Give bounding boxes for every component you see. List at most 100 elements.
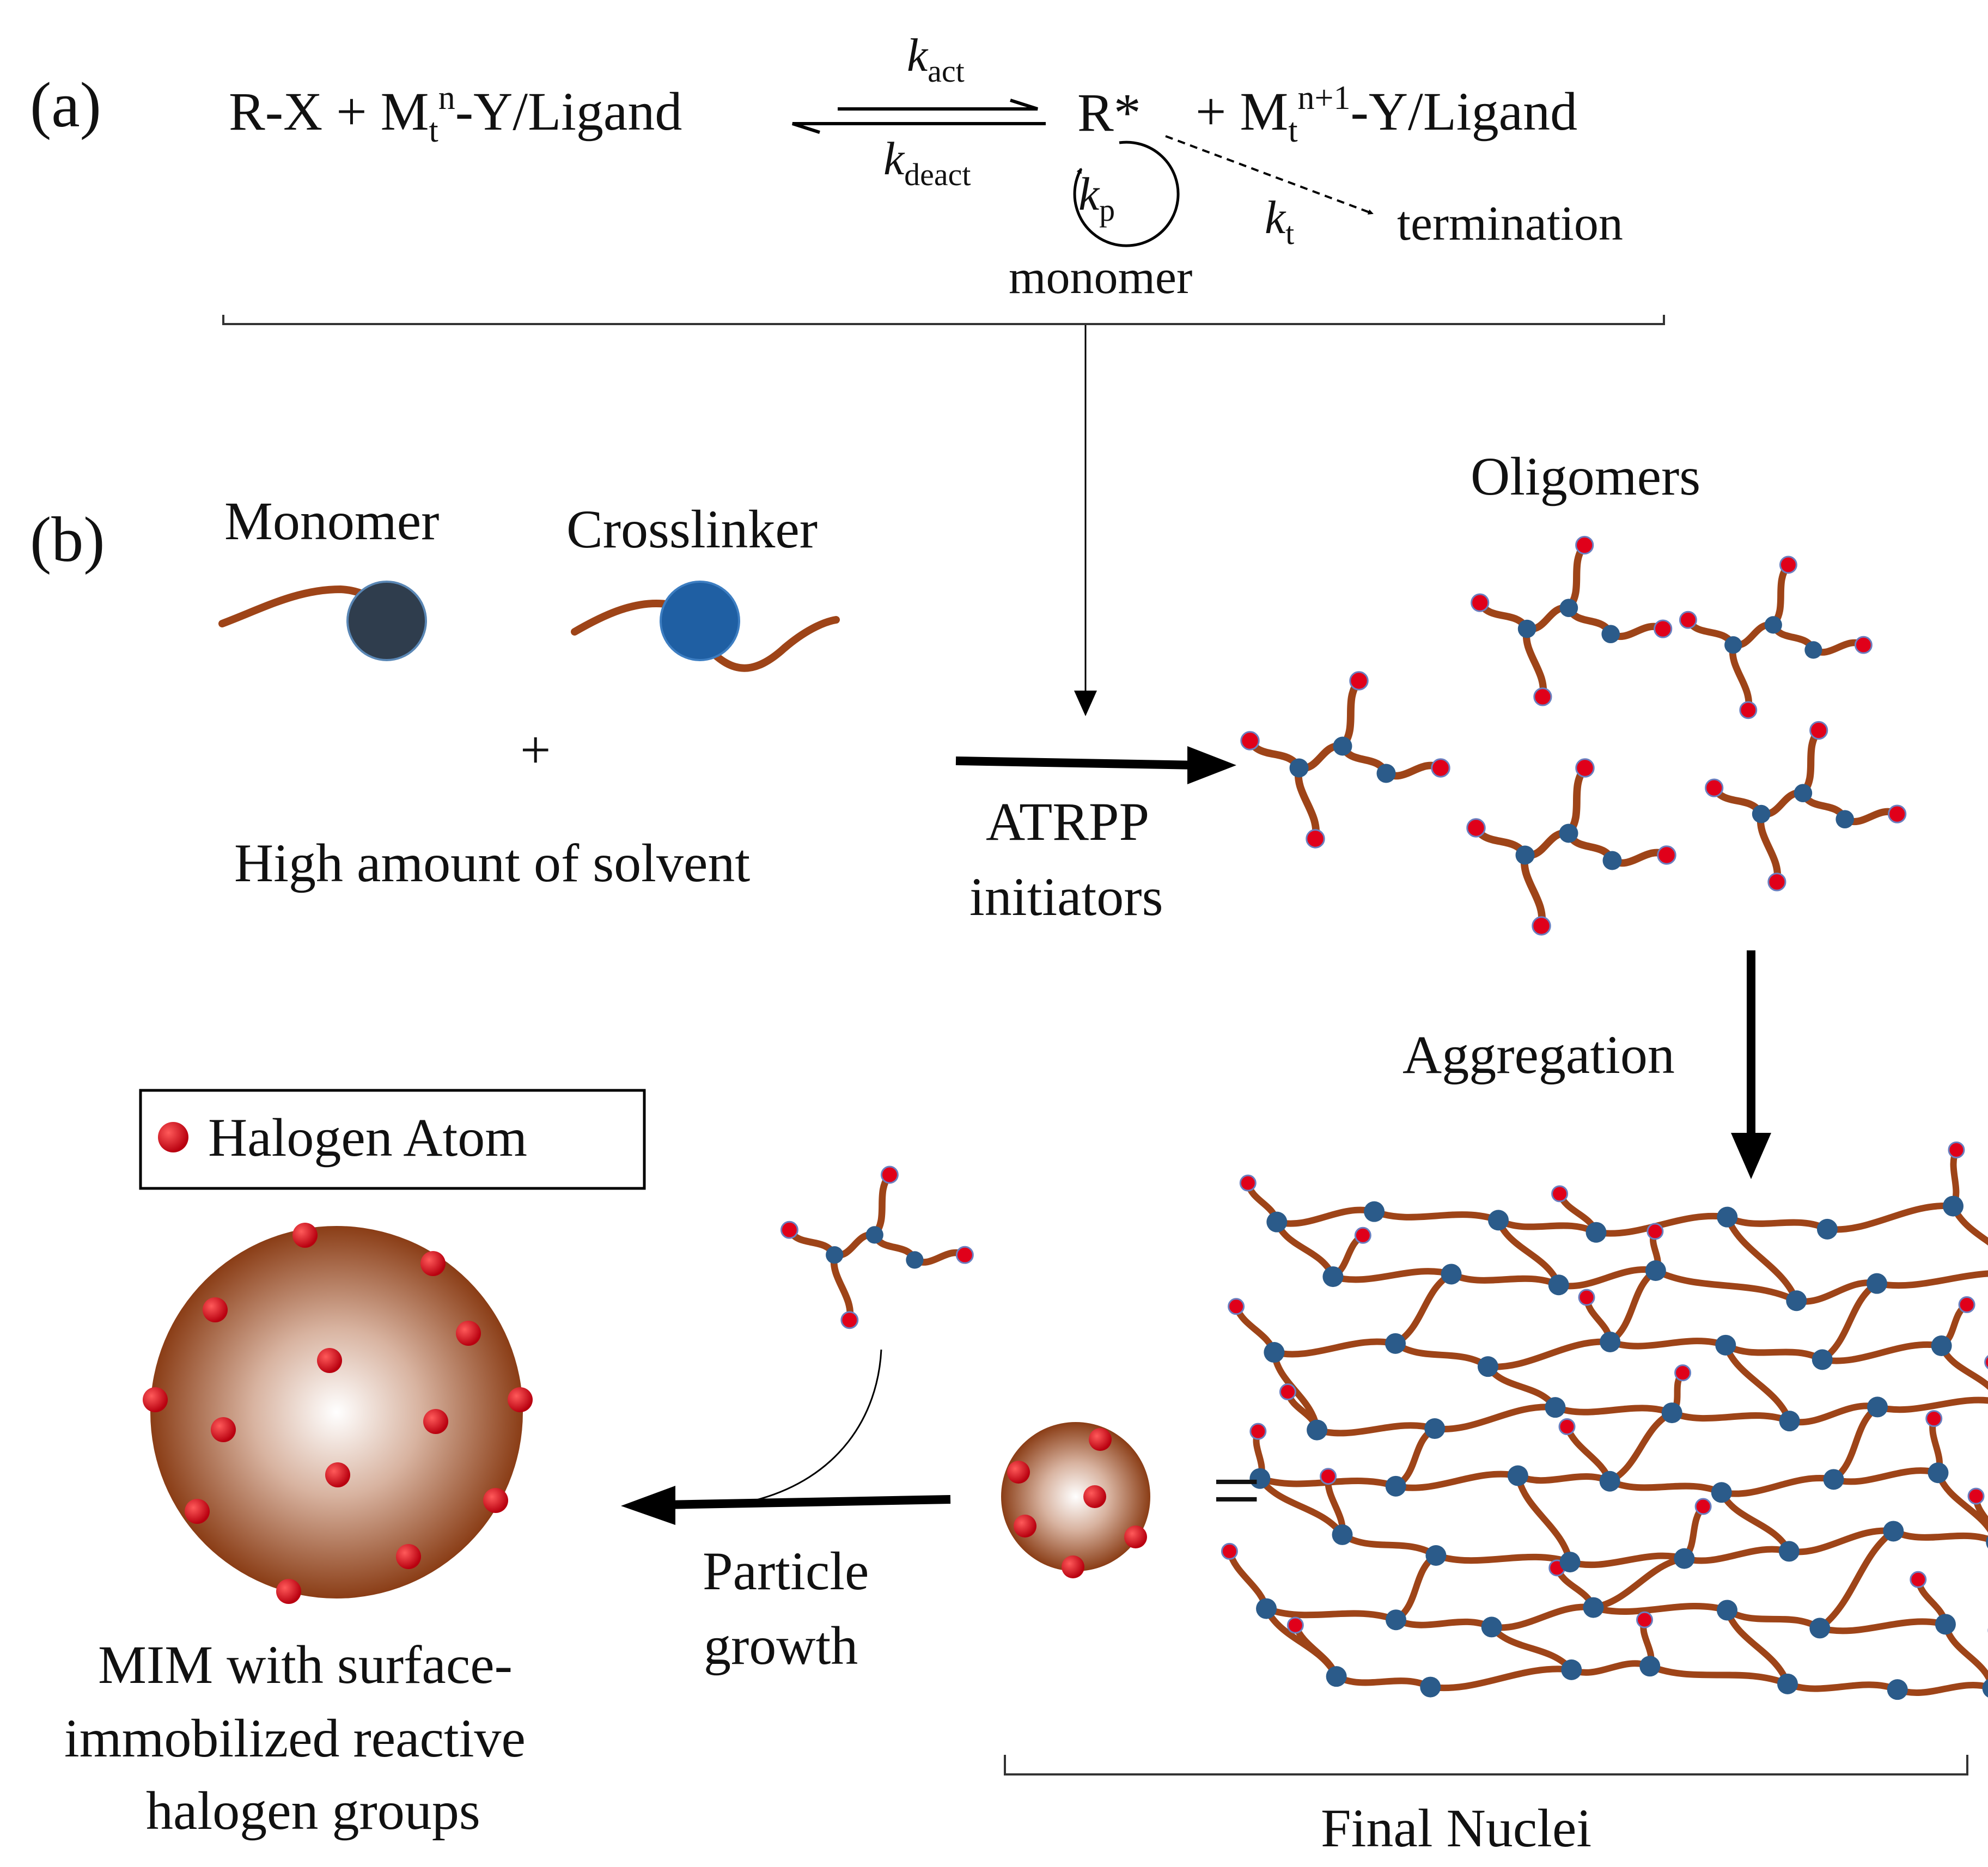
mim-label-2: immobilized reactive xyxy=(64,1708,526,1768)
halogen-dot xyxy=(143,1387,168,1412)
polymer-chain xyxy=(1431,1404,1559,1432)
polymer-chain xyxy=(1590,1555,1688,1611)
halogen-dot xyxy=(1705,778,1724,797)
crosslink-node xyxy=(1724,636,1742,654)
halogen-dot xyxy=(1657,845,1676,865)
halogen-dot xyxy=(1888,804,1907,823)
polymer-chain xyxy=(1724,1607,1791,1687)
crosslink-node xyxy=(1507,1465,1528,1486)
crosslink-node xyxy=(1823,1469,1844,1490)
reactant-tail: -Y/Ligand xyxy=(455,81,682,142)
crosslink-node xyxy=(1804,641,1822,659)
crosslink-node xyxy=(1794,784,1813,802)
oligomers-title: Oligomers xyxy=(1471,446,1700,507)
crosslink-node xyxy=(1249,1468,1271,1489)
equals-sign: = xyxy=(1212,1442,1261,1539)
halogen-dot xyxy=(1471,593,1490,612)
halogen-dot xyxy=(1228,1298,1245,1315)
crosslink-node xyxy=(1385,1475,1406,1497)
halogen-dot xyxy=(1286,1616,1304,1634)
polymer-chain xyxy=(1427,1665,1575,1692)
polymer-chain xyxy=(1652,1267,1800,1304)
termination-arrow xyxy=(1165,135,1374,215)
kp-label: kp xyxy=(1078,168,1115,228)
halogen-dot xyxy=(211,1417,236,1442)
polymer-chain xyxy=(1294,764,1320,843)
halogen-dot xyxy=(185,1499,210,1524)
halogen-dot xyxy=(1578,1289,1595,1306)
crosslink-node xyxy=(1887,1679,1908,1700)
crosslink-node xyxy=(1928,1462,1949,1484)
atrpp-label-2: initiators xyxy=(969,867,1163,927)
product-equation: + Mtn+1-Y/Ligand xyxy=(1196,80,1577,149)
polymer-chain xyxy=(1816,1528,1897,1632)
crosslink-node xyxy=(1935,1614,1956,1635)
halogen-dot xyxy=(1958,1296,1975,1314)
polymer-chain xyxy=(1520,851,1546,930)
halogen-dot xyxy=(1320,1468,1337,1485)
halogen-dot xyxy=(396,1544,421,1569)
polymer-chain xyxy=(1770,561,1792,629)
polymer-chain xyxy=(1950,1203,1988,1246)
polymer-chain xyxy=(1784,1680,1901,1693)
polymer-chain xyxy=(1392,1425,1438,1490)
particle-growth-arrow-head xyxy=(621,1486,675,1525)
mim-label-3: halogen groups xyxy=(146,1780,480,1841)
halogen-dot xyxy=(1014,1515,1036,1537)
polymer-chain xyxy=(1371,1208,1502,1224)
polymer-chain xyxy=(1273,1206,1378,1227)
crosslink-node xyxy=(1425,1545,1447,1566)
halogen-dot xyxy=(1124,1526,1147,1548)
polymer-chain xyxy=(1448,1271,1562,1289)
link-arrow-head xyxy=(1074,691,1097,716)
polymer-chain xyxy=(1830,1467,1942,1485)
polymer-chain xyxy=(1757,810,1782,886)
crosslink-node xyxy=(1639,1656,1661,1677)
solvent-label: High amount of solvent xyxy=(234,833,750,893)
polymer-chain xyxy=(1935,1469,1988,1533)
crosslink-node xyxy=(1674,1548,1695,1569)
polymer-chain xyxy=(1718,1475,1837,1497)
halogen-dot xyxy=(1575,535,1594,555)
halogen-dot xyxy=(1240,731,1260,751)
halogen-dot xyxy=(1551,1185,1569,1203)
crosslink-node xyxy=(1866,1273,1887,1294)
plus-sign: + xyxy=(520,719,551,780)
halogen-dot xyxy=(1349,671,1369,691)
polymer-chain xyxy=(1263,1605,1400,1624)
polymer-chain xyxy=(1590,1603,1730,1615)
panel-b: (b) Monomer Crosslinker + High amount of… xyxy=(30,446,1988,1858)
crosslink-node xyxy=(906,1251,924,1269)
halogen-dot xyxy=(317,1348,342,1373)
particle-growth-label-1: Particle xyxy=(703,1541,869,1601)
crosslink-node xyxy=(1986,1535,1988,1548)
halogen-dot xyxy=(1674,1364,1692,1382)
crosslink-node xyxy=(1777,1673,1798,1694)
polymer-chain xyxy=(1393,1616,1495,1631)
halogen-dot xyxy=(1431,758,1450,778)
halogen-dot xyxy=(1279,1383,1296,1401)
kt-label: kt xyxy=(1265,191,1294,251)
halogen-legend: Halogen Atom xyxy=(139,1089,646,1190)
halogen-dot xyxy=(483,1488,508,1513)
halogen-dot xyxy=(1007,1461,1030,1484)
polymer-chain xyxy=(1874,1396,1988,1413)
polymer-chain xyxy=(1873,1270,1988,1289)
crosslink-node xyxy=(1599,1471,1620,1492)
crosslink-node xyxy=(1322,1266,1344,1288)
polymer-chain xyxy=(1333,1673,1434,1691)
halogen-dot xyxy=(1654,619,1673,638)
crosslink-node xyxy=(1585,1222,1607,1243)
polymer-chain xyxy=(1786,1402,1881,1426)
polymer-chain xyxy=(1646,1663,1791,1687)
incoming-oligomer xyxy=(780,1166,974,1329)
crosslink-node xyxy=(1764,616,1782,634)
polymer-chain xyxy=(1522,625,1547,700)
halogen-dot xyxy=(203,1297,228,1322)
halogen-dot xyxy=(1910,1571,1927,1588)
polymer-chain xyxy=(1606,1410,1675,1485)
halogen-dot xyxy=(1221,1542,1238,1560)
panel-b-label: (b) xyxy=(30,504,105,575)
polymer-chain xyxy=(1488,1624,1575,1673)
